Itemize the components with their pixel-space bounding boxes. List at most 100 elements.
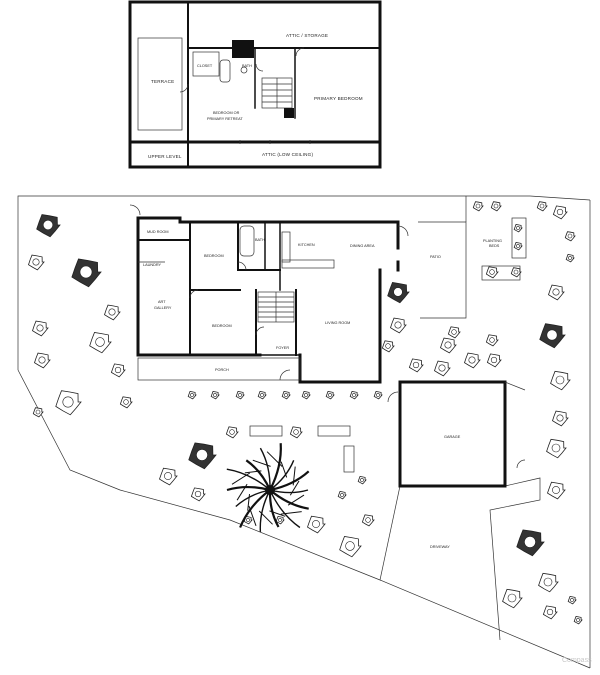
room-foyer: FOYER: [276, 346, 289, 350]
shrub-icon: [552, 410, 569, 427]
shrub-icon: [289, 426, 303, 439]
shrub-icon: [307, 515, 326, 534]
tree-icon: [71, 258, 102, 288]
shrub-icon: [472, 201, 484, 212]
room-kitchen: KITCHEN: [298, 243, 315, 247]
shrub-icon: [28, 254, 45, 271]
shrub-icon: [567, 596, 577, 605]
shrub-icon: [339, 536, 362, 558]
shrub-icon: [513, 224, 523, 233]
room-terrace: TERRACE: [151, 79, 174, 84]
shrub-icon: [104, 304, 121, 321]
shrub-icon: [257, 391, 267, 400]
shrub-icon: [548, 284, 565, 301]
shrub-icon: [110, 363, 126, 378]
shrub-icon: [361, 514, 375, 527]
upper-stairs: [261, 77, 294, 118]
shrub-icon: [440, 337, 457, 354]
shrub-icon: [357, 476, 367, 485]
shrub-icon: [408, 358, 424, 373]
shrub-icon: [502, 588, 523, 609]
shrub-icon: [281, 391, 291, 400]
shrub-icon: [119, 396, 133, 409]
shrub-icon: [490, 201, 502, 212]
shrub-icon: [349, 391, 359, 400]
large-tree-icon: [226, 443, 310, 532]
shrub-icon: [34, 352, 51, 369]
shrub-icon: [225, 426, 239, 439]
shrub-icon: [32, 320, 49, 337]
planting-beds: [249, 217, 527, 473]
shrub-icon: [390, 317, 407, 334]
room-attic-storage: ATTIC / STORAGE: [286, 33, 328, 38]
shrub-icon: [89, 332, 112, 354]
shrub-icon: [486, 353, 502, 368]
shrub-icon: [513, 242, 523, 251]
site-boundary: [17, 195, 591, 669]
room-garage: GARAGE: [444, 435, 461, 439]
room-upper-bath: BATH: [242, 64, 252, 68]
shrub-icon: [546, 438, 567, 459]
shrub-icon: [32, 407, 44, 418]
area-driveway: DRIVEWAY: [430, 545, 450, 549]
room-main-bath: BATH: [255, 238, 265, 242]
shrub-icon: [564, 231, 576, 242]
shrub-icon: [447, 326, 461, 339]
shrub-icon: [552, 205, 568, 220]
room-primary-bedroom: PRIMARY BEDROOM: [314, 96, 363, 101]
shrub-icon: [434, 360, 451, 377]
room-bedroom-2: BEDROOM: [212, 324, 232, 328]
shrub-icon: [235, 391, 245, 400]
main-level-plan: [129, 204, 409, 384]
shrub-icon: [538, 572, 559, 593]
room-closet: CLOSET: [197, 64, 213, 68]
shrub-icon: [547, 481, 566, 500]
tree-icon: [188, 442, 217, 470]
room-art-gallery-line1: ART: [158, 300, 166, 304]
room-bedroom-retreat-line2: PRIMARY RETREAT: [207, 117, 243, 121]
room-mud-room: MUD ROOM: [147, 230, 169, 234]
room-bedroom-retreat-line1: BEDROOM OR: [213, 111, 240, 115]
area-patio: PATIO: [430, 255, 441, 259]
shrub-icon: [542, 605, 558, 620]
room-laundry: LAUNDRY: [143, 263, 162, 267]
shrub-icon: [301, 391, 311, 400]
shrub-icon: [337, 491, 347, 500]
shrub-icon: [190, 487, 206, 502]
room-bedroom-1: BEDROOM: [204, 254, 224, 258]
shrub-icon: [325, 391, 335, 400]
room-porch: PORCH: [215, 368, 229, 372]
main-stairs: [257, 291, 295, 323]
shrub-icon: [464, 352, 481, 369]
tree-icon: [516, 529, 545, 557]
shrub-icon: [275, 516, 285, 525]
shrub-icon: [565, 254, 575, 263]
shrub-icon: [510, 267, 522, 278]
shrub-icon: [210, 391, 220, 400]
garage-plan: [387, 380, 526, 488]
upper-level-plan: [128, 0, 382, 169]
shrub-icon: [573, 616, 583, 625]
watermark-logo: Compass: [562, 657, 592, 664]
shrub-icon: [485, 334, 499, 347]
shrub-icon: [485, 266, 499, 279]
area-planting-beds-line1: PLANTING: [483, 239, 502, 243]
landscape-plants: [28, 201, 583, 625]
tree-icon: [36, 214, 61, 238]
room-living-room: LIVING ROOM: [325, 321, 350, 325]
shrub-icon: [536, 201, 548, 212]
shrub-icon: [381, 340, 395, 353]
shrub-icon: [187, 391, 197, 400]
tree-icon: [539, 323, 566, 349]
area-planting-beds-line2: BEDS: [489, 244, 500, 248]
room-dining-area: DINING AREA: [350, 244, 375, 248]
room-attic-low-ceiling: ATTIC (LOW CEILING): [262, 152, 313, 157]
shrub-icon: [159, 467, 178, 486]
shrub-icon: [373, 391, 383, 400]
shrub-icon: [550, 370, 571, 391]
room-art-gallery-line2: GALLERY: [154, 306, 172, 310]
tree-icon: [387, 282, 410, 304]
shrub-icon: [55, 390, 82, 416]
level-label-upper: UPPER LEVEL: [148, 154, 182, 159]
